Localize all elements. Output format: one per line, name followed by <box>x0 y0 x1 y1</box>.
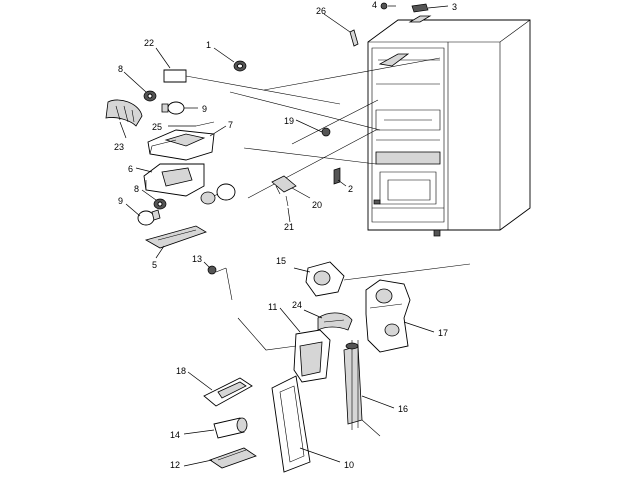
callout-10: 10 <box>344 460 354 470</box>
light-socket-upper <box>143 90 157 102</box>
light-bulb-upper <box>161 101 185 115</box>
clip-part <box>333 167 341 185</box>
light-housing <box>147 129 215 161</box>
callout-2: 2 <box>348 184 353 194</box>
screw-part <box>195 121 215 127</box>
callout-6: 6 <box>128 164 133 174</box>
callout-8-upper: 8 <box>118 64 123 74</box>
refrigerator-cabinet <box>367 15 531 237</box>
callout-17: 17 <box>438 328 448 338</box>
coil-tube <box>343 340 381 437</box>
small-grommet <box>321 127 331 137</box>
callout-8-lower: 8 <box>134 184 139 194</box>
callout-14: 14 <box>170 430 180 440</box>
callout-9-upper: 9 <box>202 104 207 114</box>
callout-21: 21 <box>284 222 294 232</box>
lower-cover <box>144 225 207 249</box>
callout-15: 15 <box>276 256 286 266</box>
light-lens <box>105 99 143 127</box>
callout-25: 25 <box>152 122 162 132</box>
callout-4: 4 <box>372 0 377 10</box>
callout-5: 5 <box>152 260 157 270</box>
callout-7: 7 <box>228 120 233 130</box>
dispenser-lever <box>203 377 253 407</box>
callout-18: 18 <box>176 366 186 376</box>
leader-lines <box>119 5 449 467</box>
callout-23: 23 <box>114 142 124 152</box>
light-bulb-lower <box>137 209 161 226</box>
grommet-part <box>233 60 247 72</box>
bracket-part <box>271 175 297 195</box>
callout-11: 11 <box>268 302 277 312</box>
reservoir-box <box>237 317 331 383</box>
callout-26: 26 <box>316 6 326 16</box>
water-valve <box>305 261 471 297</box>
light-socket-lower <box>153 198 167 210</box>
callout-12: 12 <box>170 460 180 470</box>
callout-19: 19 <box>284 116 294 126</box>
label-sheet <box>163 69 187 83</box>
callout-3: 3 <box>452 2 457 12</box>
frame-panel <box>271 375 311 473</box>
callout-24: 24 <box>292 300 302 310</box>
callout-1: 1 <box>206 40 211 50</box>
callout-22: 22 <box>144 38 154 48</box>
valve-harness <box>317 312 353 331</box>
control-housing <box>143 163 205 197</box>
drip-tray <box>209 447 257 469</box>
bracket-screw <box>285 195 289 207</box>
callout-16: 16 <box>398 404 408 414</box>
top-hinge-parts <box>380 2 429 13</box>
callout-13: 13 <box>192 254 202 264</box>
filter-cartridge <box>213 417 248 439</box>
callout-labels: 1 2 3 4 5 6 7 8 8 9 9 10 11 12 13 14 15 … <box>114 0 457 470</box>
pin-part <box>349 29 359 47</box>
valve-assembly <box>365 279 411 353</box>
callout-20: 20 <box>312 200 322 210</box>
thermostat-part <box>200 183 236 205</box>
callout-9-lower: 9 <box>118 196 123 206</box>
tube-fitting <box>207 265 233 301</box>
